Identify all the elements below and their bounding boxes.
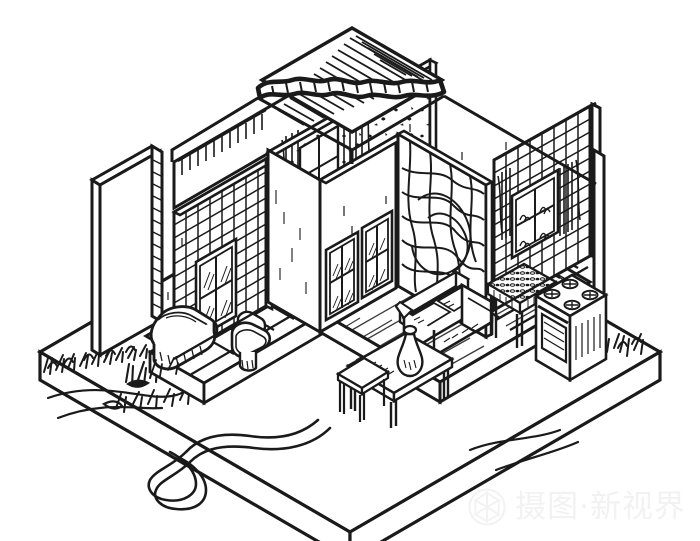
grass-tuft-center: [124, 359, 159, 388]
toilet[interactable]: [230, 310, 272, 372]
grass-tufts-left: [43, 344, 148, 375]
kitchen-tiled-wall: [492, 101, 597, 313]
partition-sketch: [275, 190, 307, 294]
kitchen-curtain: [497, 159, 581, 240]
roof: [255, 26, 447, 152]
sofa[interactable]: [394, 269, 495, 358]
kitchen-window[interactable]: [510, 167, 560, 261]
grass-tufts-bottom-left: [115, 386, 190, 413]
kitchen-right-pillar: [592, 147, 606, 313]
bathtub-shading: [159, 315, 203, 366]
grass-tufts-right: [606, 333, 644, 357]
ink-accents: [167, 124, 507, 300]
grass-edge-house: [151, 357, 179, 377]
roof-eaves: [170, 94, 597, 186]
wall-trims: [173, 254, 591, 361]
left-wall-edge-hatch: [152, 159, 162, 309]
roof-ridge: [255, 76, 447, 101]
front-window-left[interactable]: [324, 229, 360, 323]
center-partition-wall: [266, 147, 322, 335]
attic-rail-hatch: [177, 109, 267, 175]
living-room-front-wall: [317, 133, 405, 335]
ground-sketch-lines-right: [468, 428, 580, 472]
vase[interactable]: [396, 324, 424, 378]
stool[interactable]: [335, 356, 391, 422]
bathroom-outer-left-wall: [89, 144, 163, 358]
front-window-right[interactable]: [360, 208, 394, 301]
garden-path: [147, 418, 332, 511]
ground-sketch-lines: [46, 388, 188, 420]
stove-burners: [543, 278, 599, 311]
roof-ridge-hatch: [271, 80, 429, 97]
stove-oven[interactable]: [533, 273, 609, 383]
oven-side-shading: [575, 314, 601, 360]
